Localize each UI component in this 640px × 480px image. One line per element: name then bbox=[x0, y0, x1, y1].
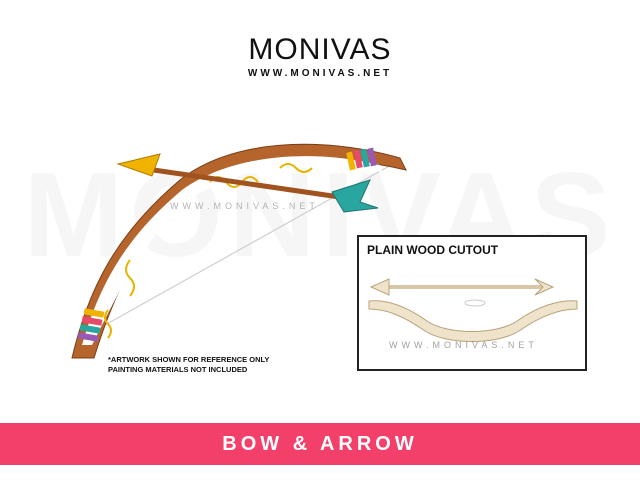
brand-header: MONIVAS WWW.MONIVAS.NET bbox=[0, 33, 640, 80]
disclaimer-line-2: PAINTING MATERIALS NOT INCLUDED bbox=[108, 365, 248, 374]
inset-title: PLAIN WOOD CUTOUT bbox=[367, 243, 499, 257]
watermark-url-1: WWW.MONIVAS.NET bbox=[170, 201, 319, 211]
plain-wood-inset: PLAIN WOOD CUTOUT WWW.MONIVAS.NET bbox=[357, 235, 587, 371]
disclaimer-line-1: *ARTWORK SHOWN FOR REFERENCE ONLY bbox=[108, 355, 270, 364]
disclaimer: *ARTWORK SHOWN FOR REFERENCE ONLY PAINTI… bbox=[108, 355, 269, 375]
brand-url: WWW.MONIVAS.NET bbox=[247, 68, 393, 79]
product-title: BOW & ARROW bbox=[222, 433, 418, 455]
painted-bow-and-arrow-image bbox=[71, 143, 407, 359]
brand-logo: MONIVAS bbox=[248, 33, 392, 66]
title-banner: BOW & ARROW bbox=[0, 423, 640, 465]
watermark-url-2: WWW.MONIVAS.NET bbox=[389, 340, 538, 350]
plain-wood-cutout-image bbox=[368, 278, 578, 342]
